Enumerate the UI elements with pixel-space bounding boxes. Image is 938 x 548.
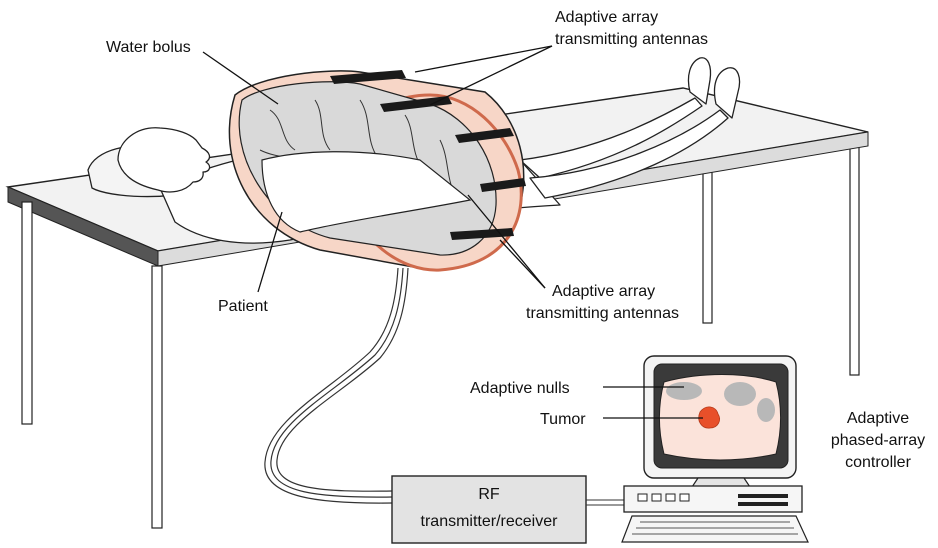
drive-bay-top [738, 494, 788, 498]
table-leg-mid [703, 163, 712, 323]
rf-label-line1: RF [478, 486, 500, 503]
table-leg-front-left [22, 202, 32, 424]
rf-transmitter-receiver: RF transmitter/receiver [392, 476, 586, 543]
label-controller-2: phased-array [831, 432, 925, 449]
computer-base [624, 486, 802, 512]
table-leg-front-center [152, 266, 162, 528]
computer-monitor-icon [624, 356, 802, 512]
rf-to-computer-cable [586, 500, 626, 505]
drive-bay-bottom [738, 502, 788, 506]
table-leg-back-right [850, 145, 859, 375]
keyboard-body [622, 516, 808, 542]
label-adaptive-nulls: Adaptive nulls [470, 380, 570, 397]
label-controller-1: Adaptive [847, 410, 909, 427]
rf-cable [265, 268, 408, 503]
label-water-bolus: Water bolus [106, 39, 191, 56]
leader-antenna-top-2 [430, 46, 552, 105]
label-antennas-bottom-2: transmitting antennas [526, 305, 679, 322]
keyboard-icon [622, 516, 808, 542]
leader-antenna-top-1 [415, 46, 552, 72]
label-controller-3: controller [845, 454, 911, 471]
label-antennas-top-1: Adaptive array [555, 9, 658, 26]
label-antennas-bottom-1: Adaptive array [552, 283, 655, 300]
rf-label-line2: transmitter/receiver [421, 513, 559, 530]
label-patient: Patient [218, 298, 268, 315]
label-tumor: Tumor [540, 411, 586, 428]
label-antennas-top-2: transmitting antennas [555, 31, 708, 48]
